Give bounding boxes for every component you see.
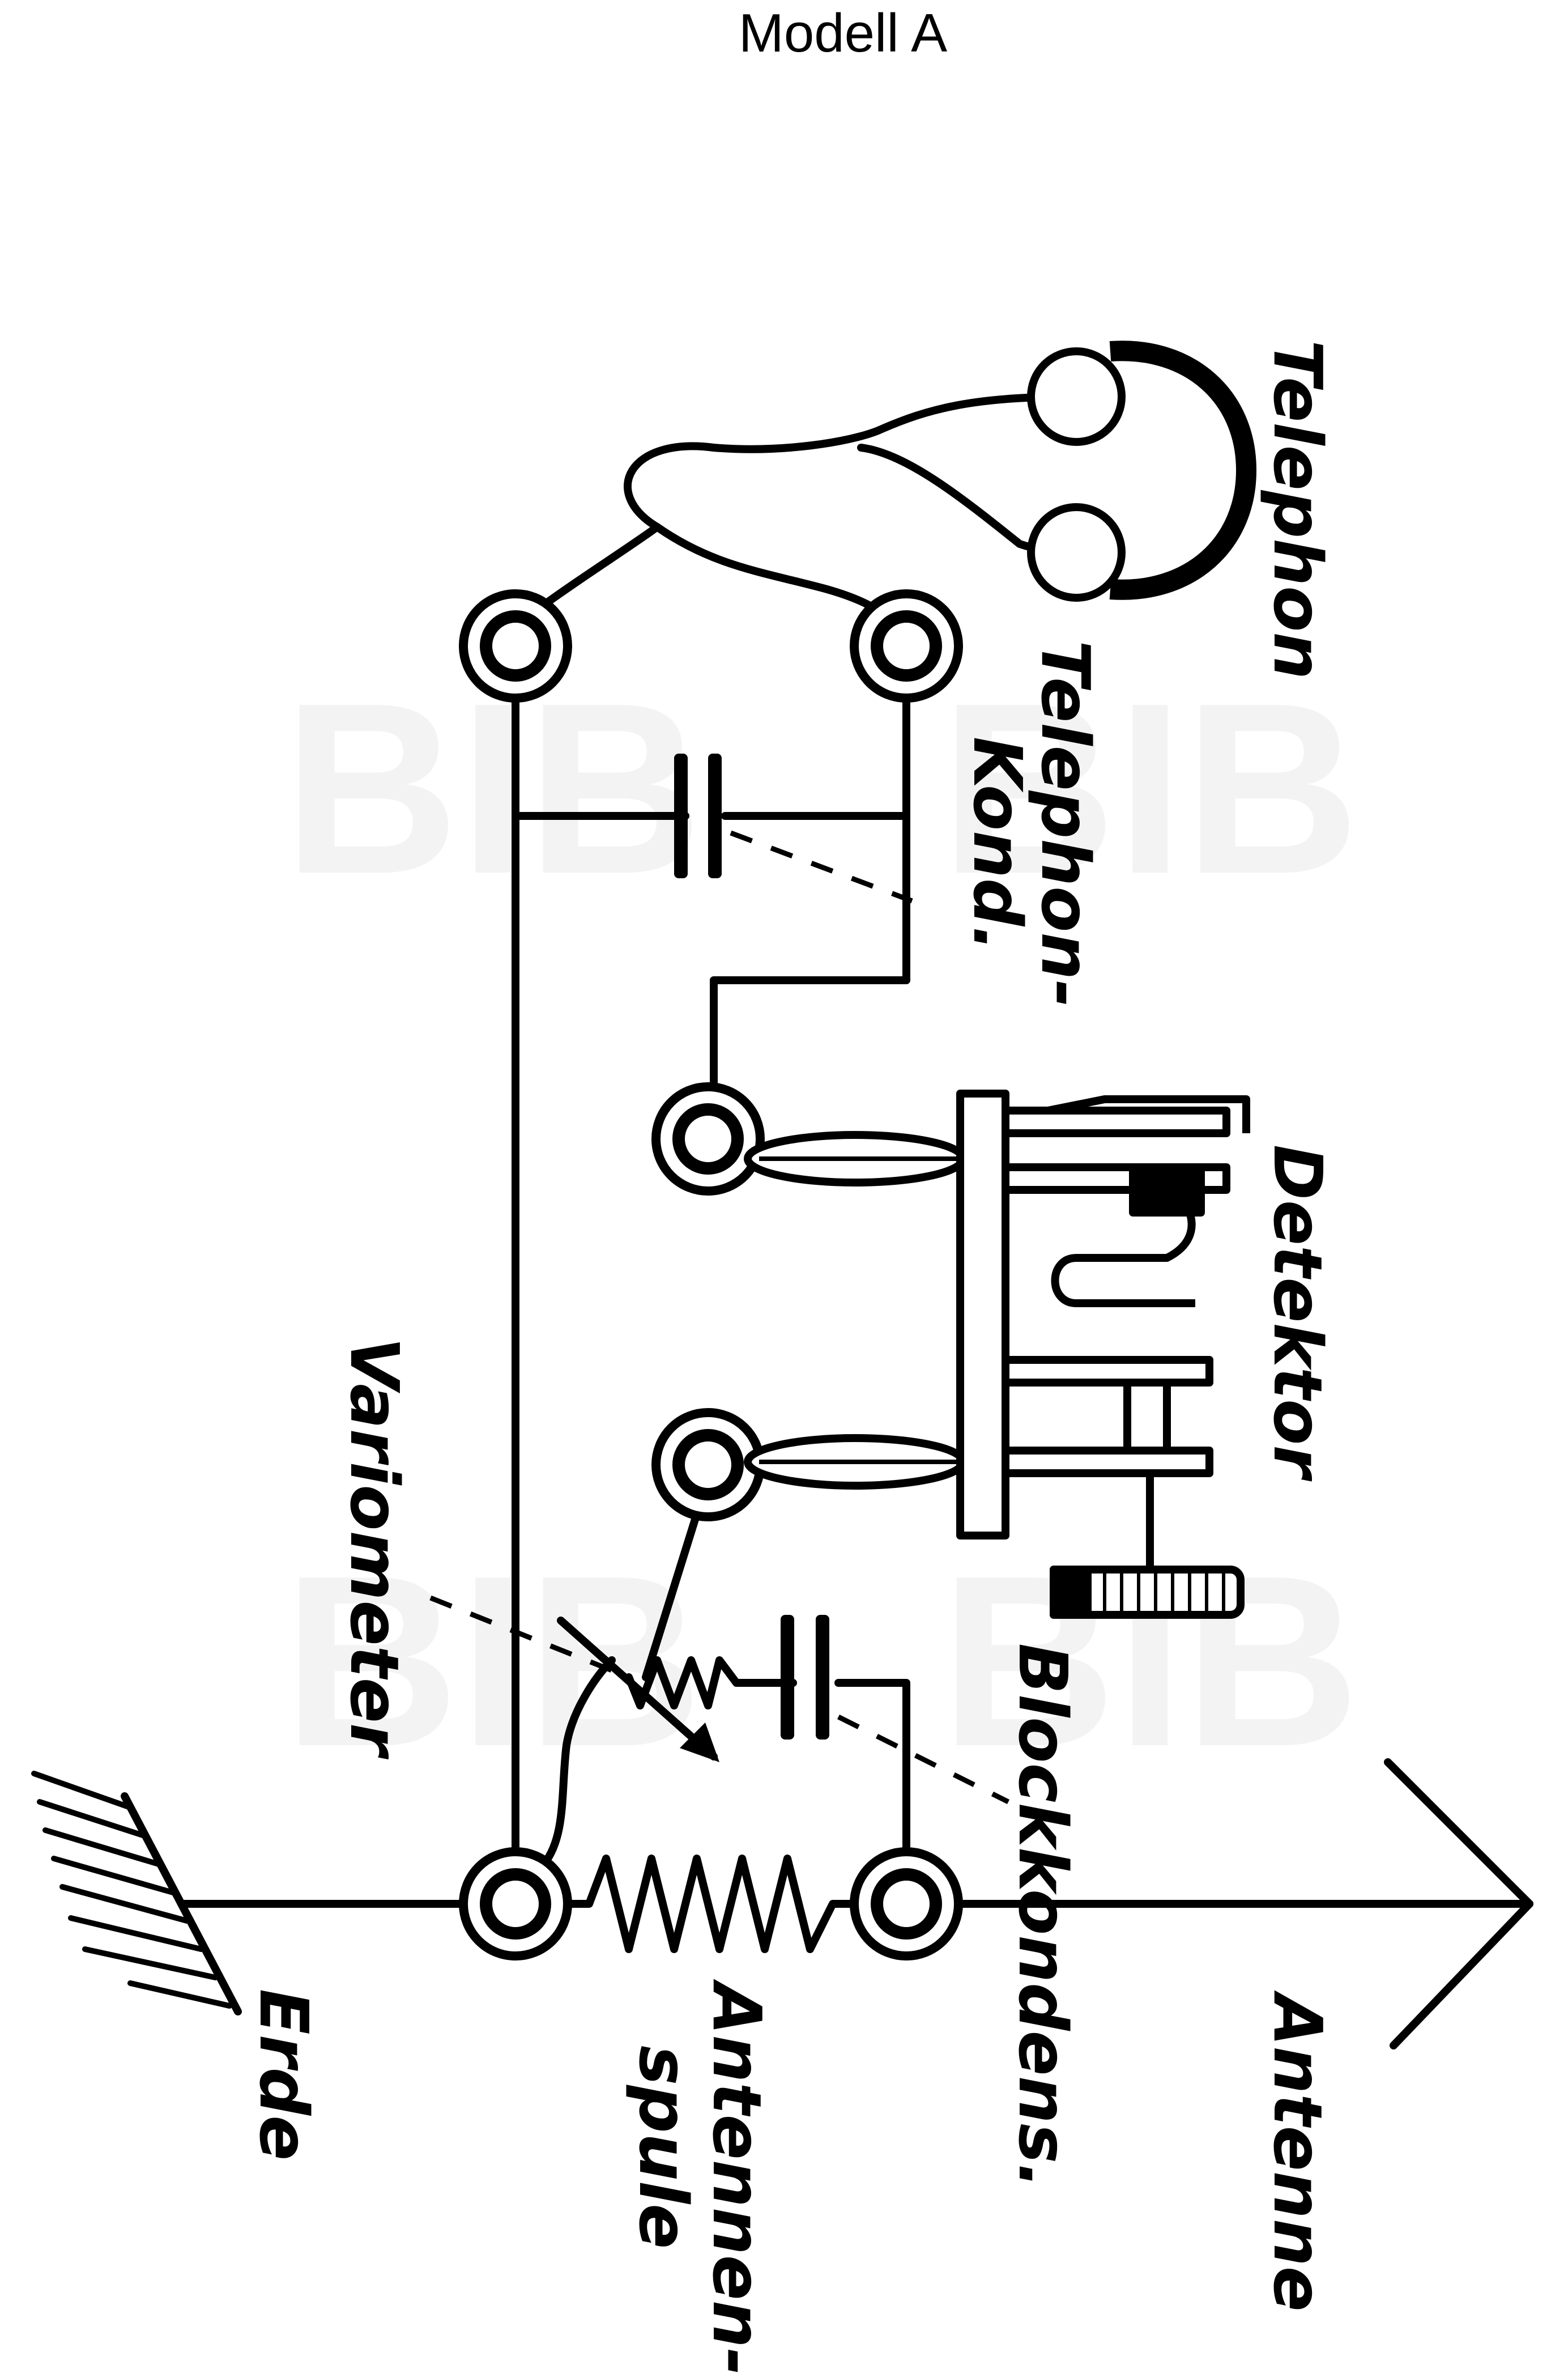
watermarks: BIB BIB BIB BIB [283, 653, 1360, 1797]
variometer-arrow-shaft [557, 1617, 718, 1760]
terminal-detector-top [651, 1082, 765, 1196]
telephone-condenser [674, 754, 722, 878]
label-blockkondens: Blockkondens. [1004, 1643, 1082, 2189]
label-antenne: Antenne [1259, 1990, 1337, 2312]
label-telephon-kond-line1: Telephon- [1026, 640, 1105, 1007]
label-telephon: Telephon [1259, 340, 1337, 679]
wire-variometer-to-bus [540, 1656, 616, 1868]
wire-blockkond-right [834, 1679, 910, 1868]
detector-spring [1051, 1211, 1196, 1307]
terminals [459, 589, 963, 1961]
telephone-headset [1027, 341, 1257, 602]
earth-hatch [31, 1771, 232, 2009]
watermark-bottom-left: BIB [283, 1525, 703, 1797]
watermark-top-left: BIB [283, 653, 703, 925]
antenna-coil [557, 1855, 871, 1953]
label-variometer: Variometer [335, 1337, 414, 1760]
terminal-telephone-left [459, 589, 572, 703]
label-telephon-kond-line2: Kond. [958, 737, 1037, 951]
terminal-antenna [850, 1847, 963, 1961]
wire-detector-to-variometer [642, 1492, 706, 1681]
wire-detector-feed [710, 648, 910, 1137]
terminal-earth [459, 1847, 572, 1961]
label-antennenspule-line1: Antennen- [698, 1979, 776, 2373]
earpiece-bottom-icon [1027, 503, 1126, 602]
watermark-top-right: BIB [940, 653, 1360, 925]
leader-lines [429, 830, 1010, 1805]
page-title: Modell A [738, 3, 948, 63]
detector-base [956, 1090, 1009, 1540]
terminal-telephone-right [850, 589, 963, 703]
block-condenser [781, 1615, 829, 1740]
antenna-symbol [1384, 1758, 1533, 2049]
label-erde: Erde [245, 1989, 323, 2161]
detector [744, 1090, 1250, 1619]
earth-ground-line [121, 1792, 242, 2015]
variometer-coil [625, 1656, 797, 1709]
wire-telephone-cord-top [534, 393, 1080, 613]
label-detektor: Detektor [1259, 1145, 1337, 1482]
label-antennenspule-line2: spule [624, 2045, 702, 2249]
earpiece-top-icon [1027, 347, 1126, 446]
variometer-arrowhead [680, 1723, 719, 1762]
